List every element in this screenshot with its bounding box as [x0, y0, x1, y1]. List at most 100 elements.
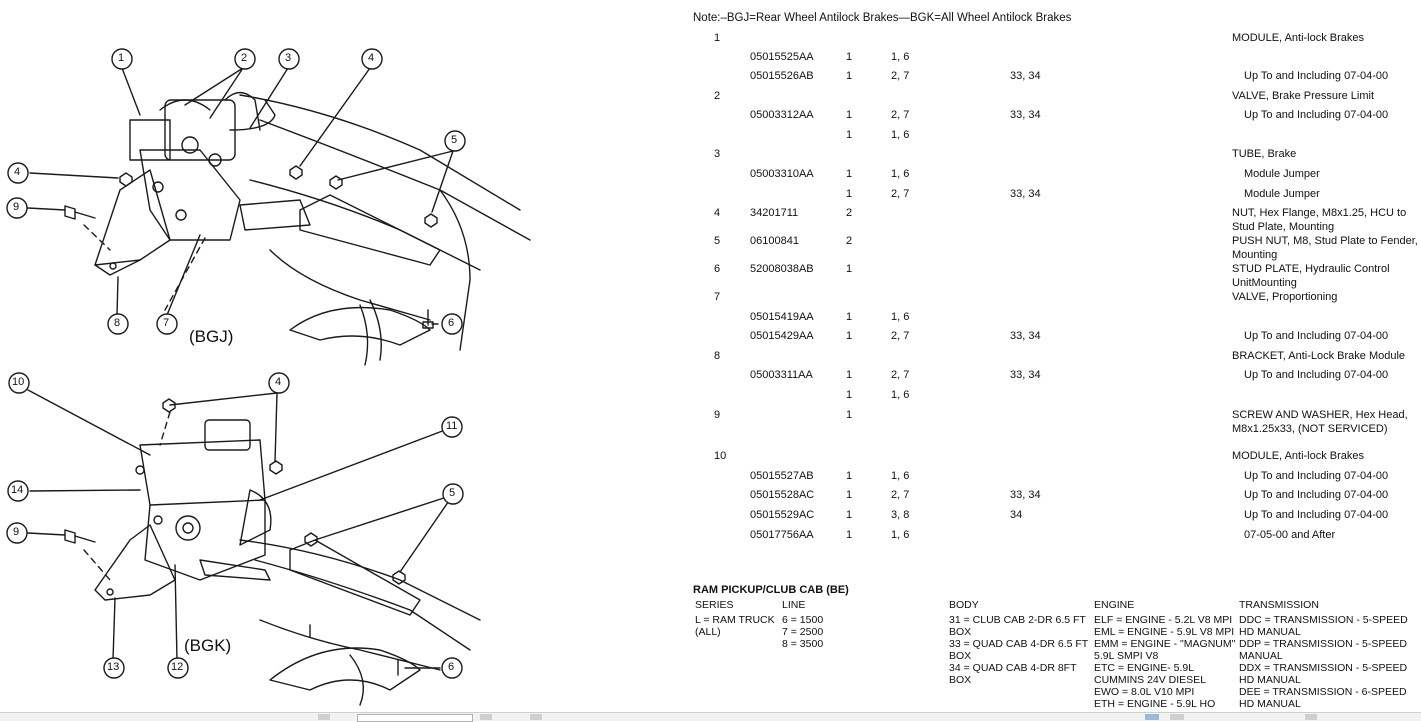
nav-button[interactable]: [318, 714, 330, 720]
line-code: 3, 8: [891, 509, 910, 521]
description: Up To and Including 07-04-00: [1244, 369, 1389, 381]
part-number: 05015529AC: [750, 509, 815, 521]
quantity: 1: [846, 529, 853, 541]
exploded-parts-diagram: [6, 48, 531, 706]
view-button[interactable]: [1170, 714, 1184, 720]
engine-entry: CUMMINS 24V DIESEL: [1094, 674, 1207, 686]
callout-number: 4: [368, 52, 375, 64]
body-entry: BOX: [949, 674, 972, 686]
callout-number: 10: [12, 376, 25, 388]
description: Up To and Including 07-04-00: [1244, 330, 1389, 342]
callout-number: 1: [118, 52, 125, 64]
transmission-entry: HD MANUAL: [1239, 674, 1301, 686]
transmission-entry: MANUAL: [1239, 650, 1283, 662]
body-code: 34: [1010, 509, 1023, 521]
quantity: 1: [846, 489, 853, 501]
quantity: 1: [846, 263, 853, 275]
description: Up To and Including 07-04-00: [1244, 489, 1389, 501]
callout-number: 5: [451, 134, 458, 146]
line-code: 2, 7: [891, 109, 910, 121]
body-code: 33, 34: [1010, 109, 1041, 121]
zoom-button[interactable]: [1305, 714, 1317, 720]
line-entry: 6 = 1500: [782, 614, 824, 626]
callout-number: 3: [285, 52, 292, 64]
quantity: 1: [846, 168, 853, 180]
nav-button[interactable]: [480, 714, 492, 720]
bgj-assembly-illustration: [27, 67, 531, 366]
callout-number: 7: [163, 317, 170, 329]
item-number: 3: [714, 148, 721, 160]
series-entry: L = RAM TRUCK: [695, 614, 775, 626]
quantity: 1: [846, 369, 853, 381]
transmission-entry: DDP = TRANSMISSION - 5-SPEED: [1239, 638, 1407, 650]
part-number: 05003311AA: [750, 369, 813, 381]
callout-number: 11: [446, 420, 458, 432]
quantity: 1: [846, 188, 853, 200]
line-entry: 7 = 2500: [782, 626, 824, 638]
quantity: 1: [846, 51, 853, 63]
callout-number: 8: [114, 317, 121, 329]
description: Up To and Including 07-04-00: [1244, 470, 1389, 482]
page-input[interactable]: [357, 714, 473, 722]
line-code: 2, 7: [891, 188, 910, 200]
engine-entry: ETC = ENGINE- 5.9L: [1094, 662, 1195, 674]
transmission-entry: DEE = TRANSMISSION - 6-SPEED: [1239, 686, 1407, 698]
body-entry: 33 = QUAD CAB 4-DR 6.5 FT: [949, 638, 1089, 650]
line-code: 1, 6: [891, 389, 910, 401]
series-entry: (ALL): [695, 626, 721, 638]
line-code: 2, 7: [891, 489, 910, 501]
transmission-column: TRANSMISSION DDC = TRANSMISSION - 5-SPEE…: [1239, 599, 1408, 710]
bgk-assembly-illustration: [27, 389, 481, 706]
body-entry: BOX: [949, 626, 972, 638]
description: Up To and Including 07-04-00: [1244, 509, 1389, 521]
description: PUSH NUT, M8, Stud Plate to Fender, Moun…: [1232, 235, 1418, 261]
part-number: 05015419AA: [750, 311, 814, 323]
description: MODULE, Anti-lock Brakes: [1232, 32, 1365, 44]
callout-number: 14: [11, 484, 24, 496]
item-number: 8: [714, 350, 721, 362]
line-code: 1, 6: [891, 51, 910, 63]
callout-number: 13: [107, 661, 120, 673]
engine-entry: ELF = ENGINE - 5.2L V8 MPI: [1094, 614, 1233, 626]
legend-title: RAM PICKUP/CLUB CAB (BE): [693, 584, 849, 596]
item-number: 4: [714, 207, 721, 219]
description: 07-05-00 and After: [1244, 529, 1336, 541]
body-column: BODY 31 = CLUB CAB 2-DR 6.5 FT BOX 33 = …: [949, 599, 1088, 686]
line-code: 2, 7: [891, 70, 910, 82]
body-entry: BOX: [949, 650, 972, 662]
engine-entry: EWO = 8.0L V10 MPI: [1094, 686, 1195, 698]
quantity: 1: [846, 330, 853, 342]
callout-number: 9: [13, 201, 20, 213]
callout-number: 9: [13, 526, 20, 538]
callout-number: 5: [449, 487, 456, 499]
item-number: 7: [714, 291, 721, 303]
view-button[interactable]: [1145, 714, 1159, 720]
callout-number: 6: [448, 661, 455, 673]
quantity: 1: [846, 70, 853, 82]
brake-code-note: Note:–BGJ=Rear Wheel Antilock Brakes—BGK…: [693, 12, 1072, 24]
diagram-label-bgj: (BGJ): [189, 327, 234, 346]
line-code: 2, 7: [891, 330, 910, 342]
part-number: 05015525AA: [750, 51, 814, 63]
description: VALVE, Brake Pressure Limit: [1232, 90, 1375, 102]
transmission-entry: HD MANUAL: [1239, 698, 1301, 710]
nav-button[interactable]: [530, 714, 542, 720]
callout-number: 4: [14, 166, 21, 178]
description: TUBE, Brake: [1232, 148, 1297, 160]
line-code: 1, 6: [891, 129, 910, 141]
description: Module Jumper: [1244, 168, 1320, 180]
engine-column: ENGINE ELF = ENGINE - 5.2L V8 MPI EML = …: [1094, 599, 1235, 710]
part-number: 05017756AA: [750, 529, 814, 541]
description: Up To and Including 07-04-00: [1244, 109, 1389, 121]
description: NUT, Hex Flange, M8x1.25, HCU to Stud Pl…: [1232, 207, 1407, 233]
item-number: 10: [714, 450, 727, 462]
engine-entry: EML = ENGINE - 5.9L V8 MPI: [1094, 626, 1235, 638]
description: Module Jumper: [1244, 188, 1320, 200]
part-number: 05015526AB: [750, 70, 814, 82]
line-header: LINE: [782, 599, 806, 611]
quantity: 1: [846, 470, 853, 482]
quantity: 1: [846, 129, 853, 141]
callout-number: 12: [171, 661, 184, 673]
description: BRACKET, Anti-Lock Brake Module: [1232, 350, 1406, 362]
part-number: 05015527AB: [750, 470, 814, 482]
